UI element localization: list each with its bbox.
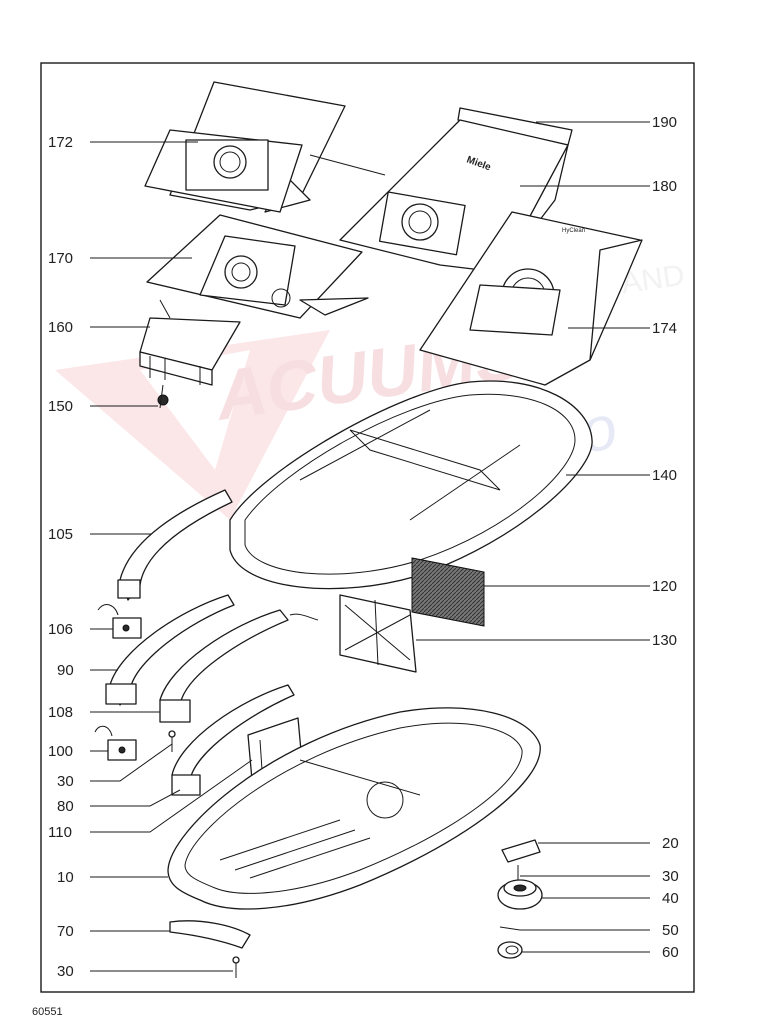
label-106: 106: [48, 621, 73, 638]
label-50: 50: [662, 922, 679, 939]
label-140: 140: [652, 467, 677, 484]
label-60: 60: [662, 944, 679, 961]
label-108: 108: [48, 704, 73, 721]
label-30-bottom: 30: [57, 963, 74, 980]
label-30-wheel: 30: [662, 868, 679, 885]
part-70-foot: [169, 920, 251, 949]
leader-lines: [90, 121, 650, 972]
label-40: 40: [662, 890, 679, 907]
diagram-frame: [40, 62, 695, 993]
label-160: 160: [48, 319, 73, 336]
part-120-filter-pad: [411, 557, 485, 627]
part-170-filter-card: [146, 214, 369, 319]
label-170: 170: [48, 250, 73, 267]
part-30-screw-upper: [168, 730, 176, 752]
part-140-lid: [229, 380, 593, 590]
label-105: 105: [48, 526, 73, 543]
label-90: 90: [57, 662, 74, 679]
label-110: 110: [48, 824, 72, 841]
label-20: 20: [662, 835, 679, 852]
label-180: 180: [652, 178, 677, 195]
part-60-wheel: [497, 941, 523, 959]
label-150: 150: [48, 398, 73, 415]
label-130: 130: [652, 632, 677, 649]
label-30-upper: 30: [57, 773, 74, 790]
part-90-handle: [105, 594, 235, 706]
part-174-hyclean-bag: HyClean: [419, 211, 643, 386]
label-120: 120: [652, 578, 677, 595]
part-106-switch: [97, 604, 142, 639]
label-70: 70: [57, 923, 74, 940]
part-40-caster: [497, 879, 543, 910]
part-172-dust-bag: [144, 81, 386, 213]
reference-number: 60551: [32, 1006, 63, 1018]
callout-labels: 172 170 160 150 105 106 90 108 100 30 80…: [48, 114, 679, 980]
label-190: 190: [652, 114, 677, 131]
part-20-wheel-bracket: [501, 839, 541, 863]
part-30-screw-bottom: [232, 956, 240, 978]
label-10: 10: [57, 869, 74, 886]
part-108-handle: [159, 609, 319, 723]
part-130-filter-frame: [339, 594, 417, 673]
label-172: 172: [48, 134, 73, 151]
part-160-bag-holder: [139, 299, 241, 386]
bag-type-label: HyClean: [562, 228, 585, 234]
label-80: 80: [57, 798, 74, 815]
label-100: 100: [48, 743, 73, 760]
part-10-base-housing: [167, 707, 541, 910]
part-150-spring: [157, 384, 169, 409]
label-174: 174: [652, 320, 677, 337]
part-100-switch: [94, 725, 137, 761]
part-105-handle: [117, 489, 233, 601]
part-50-axle: [499, 926, 521, 931]
